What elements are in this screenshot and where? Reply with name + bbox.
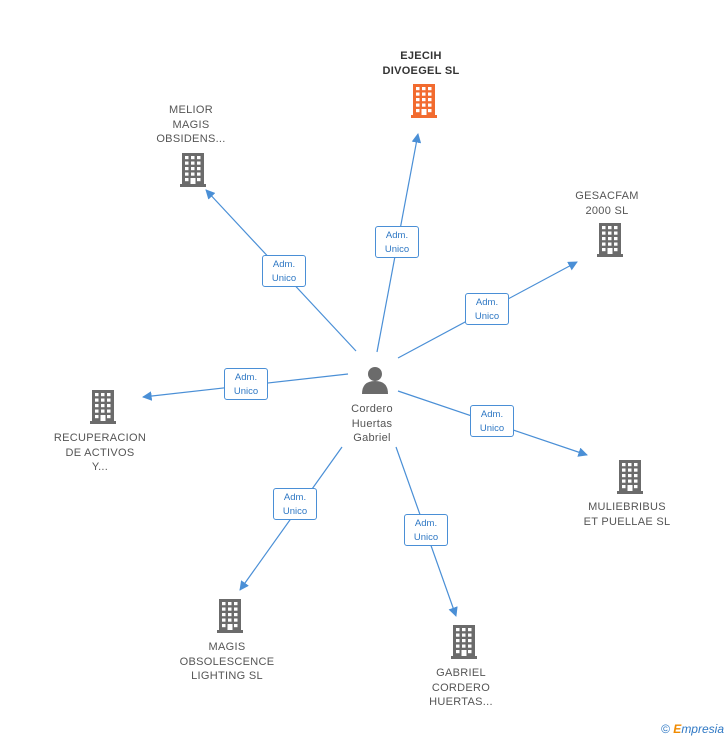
company-label-gabriel-line: GABRIEL bbox=[436, 667, 486, 679]
role-text: Adm. bbox=[385, 230, 409, 241]
recuperacion-building-icon[interactable] bbox=[90, 390, 116, 424]
company-label-magis-line: LIGHTING SL bbox=[191, 670, 263, 682]
company-label-magis[interactable]: MAGIS OBSOLESCENCE LIGHTING SL bbox=[157, 640, 297, 684]
copyright-symbol: © bbox=[661, 722, 670, 736]
center-person-label-line: Gabriel bbox=[353, 432, 391, 444]
brand-name: mpresia bbox=[681, 722, 724, 736]
company-label-gesacfam-line: GESACFAM bbox=[575, 190, 639, 202]
company-label-melior[interactable]: MELIOR MAGIS OBSIDENS... bbox=[121, 103, 261, 147]
role-text: Unico bbox=[233, 386, 259, 397]
role-text: Adm. bbox=[475, 297, 499, 308]
role-text: Adm. bbox=[234, 372, 258, 383]
company-label-magis-line: OBSOLESCENCE bbox=[179, 655, 275, 668]
company-label-magis-line: MAGIS bbox=[208, 641, 246, 653]
company-label-recuperacion-line: RECUPERACION bbox=[53, 432, 147, 444]
role-badge-ejecih[interactable]: Adm. Unico bbox=[375, 226, 419, 258]
center-person-label-line: Huertas bbox=[351, 417, 393, 430]
company-label-gesacfam[interactable]: GESACFAM 2000 SL bbox=[537, 189, 677, 218]
role-text: Adm. bbox=[480, 409, 504, 420]
company-label-recuperacion[interactable]: RECUPERACION DE ACTIVOS Y... bbox=[30, 431, 170, 475]
ejecih-building-icon[interactable] bbox=[411, 84, 437, 118]
role-text: Unico bbox=[479, 423, 505, 434]
company-label-gabriel[interactable]: GABRIEL CORDERO HUERTAS... bbox=[391, 666, 531, 710]
role-text: Adm. bbox=[272, 259, 296, 270]
role-badge-muliebribus[interactable]: Adm. Unico bbox=[470, 405, 514, 437]
company-label-gabriel-line: HUERTAS... bbox=[429, 696, 493, 708]
role-badge-gabriel[interactable]: Adm. Unico bbox=[404, 514, 448, 546]
brand-initial: E bbox=[673, 722, 682, 736]
company-label-melior-line: MAGIS bbox=[172, 118, 210, 131]
role-badge-melior[interactable]: Adm. Unico bbox=[262, 255, 306, 287]
magis-building-icon[interactable] bbox=[217, 599, 243, 633]
company-label-melior-line: OBSIDENS... bbox=[156, 133, 226, 145]
role-badge-magis[interactable]: Adm. Unico bbox=[273, 488, 317, 520]
empresia-watermark: © Empresia bbox=[661, 722, 724, 736]
role-badge-gesacfam[interactable]: Adm. Unico bbox=[465, 293, 509, 325]
role-text: Adm. bbox=[414, 518, 438, 529]
company-label-melior-line: MELIOR bbox=[169, 104, 213, 116]
company-label-muliebribus-line: MULIEBRIBUS bbox=[588, 501, 666, 513]
role-text: Unico bbox=[384, 244, 410, 255]
company-label-recuperacion-line: Y... bbox=[91, 461, 109, 473]
company-label-ejecih-line: EJECIH bbox=[400, 50, 442, 62]
company-label-muliebribus[interactable]: MULIEBRIBUS ET PUELLAE SL bbox=[557, 500, 697, 529]
melior-building-icon[interactable] bbox=[180, 153, 206, 187]
person-icon[interactable] bbox=[362, 367, 388, 394]
company-label-muliebribus-line: ET PUELLAE SL bbox=[583, 515, 671, 528]
gesacfam-building-icon[interactable] bbox=[597, 223, 623, 257]
role-text: Unico bbox=[413, 532, 439, 543]
company-label-gabriel-line: CORDERO bbox=[431, 681, 491, 694]
company-label-gesacfam-line: 2000 SL bbox=[585, 204, 629, 217]
company-label-ejecih-line: DIVOEGEL SL bbox=[382, 64, 460, 77]
company-label-recuperacion-line: DE ACTIVOS bbox=[65, 446, 135, 459]
role-text: Unico bbox=[474, 311, 500, 322]
role-text: Unico bbox=[282, 506, 308, 517]
gabriel-building-icon[interactable] bbox=[451, 625, 477, 659]
muliebribus-building-icon[interactable] bbox=[617, 460, 643, 494]
company-label-ejecih[interactable]: EJECIH DIVOEGEL SL bbox=[351, 49, 491, 78]
role-text: Unico bbox=[271, 273, 297, 284]
center-person-label-line: Cordero bbox=[351, 403, 393, 415]
role-text: Adm. bbox=[283, 492, 307, 503]
role-badge-recuperacion[interactable]: Adm. Unico bbox=[224, 368, 268, 400]
